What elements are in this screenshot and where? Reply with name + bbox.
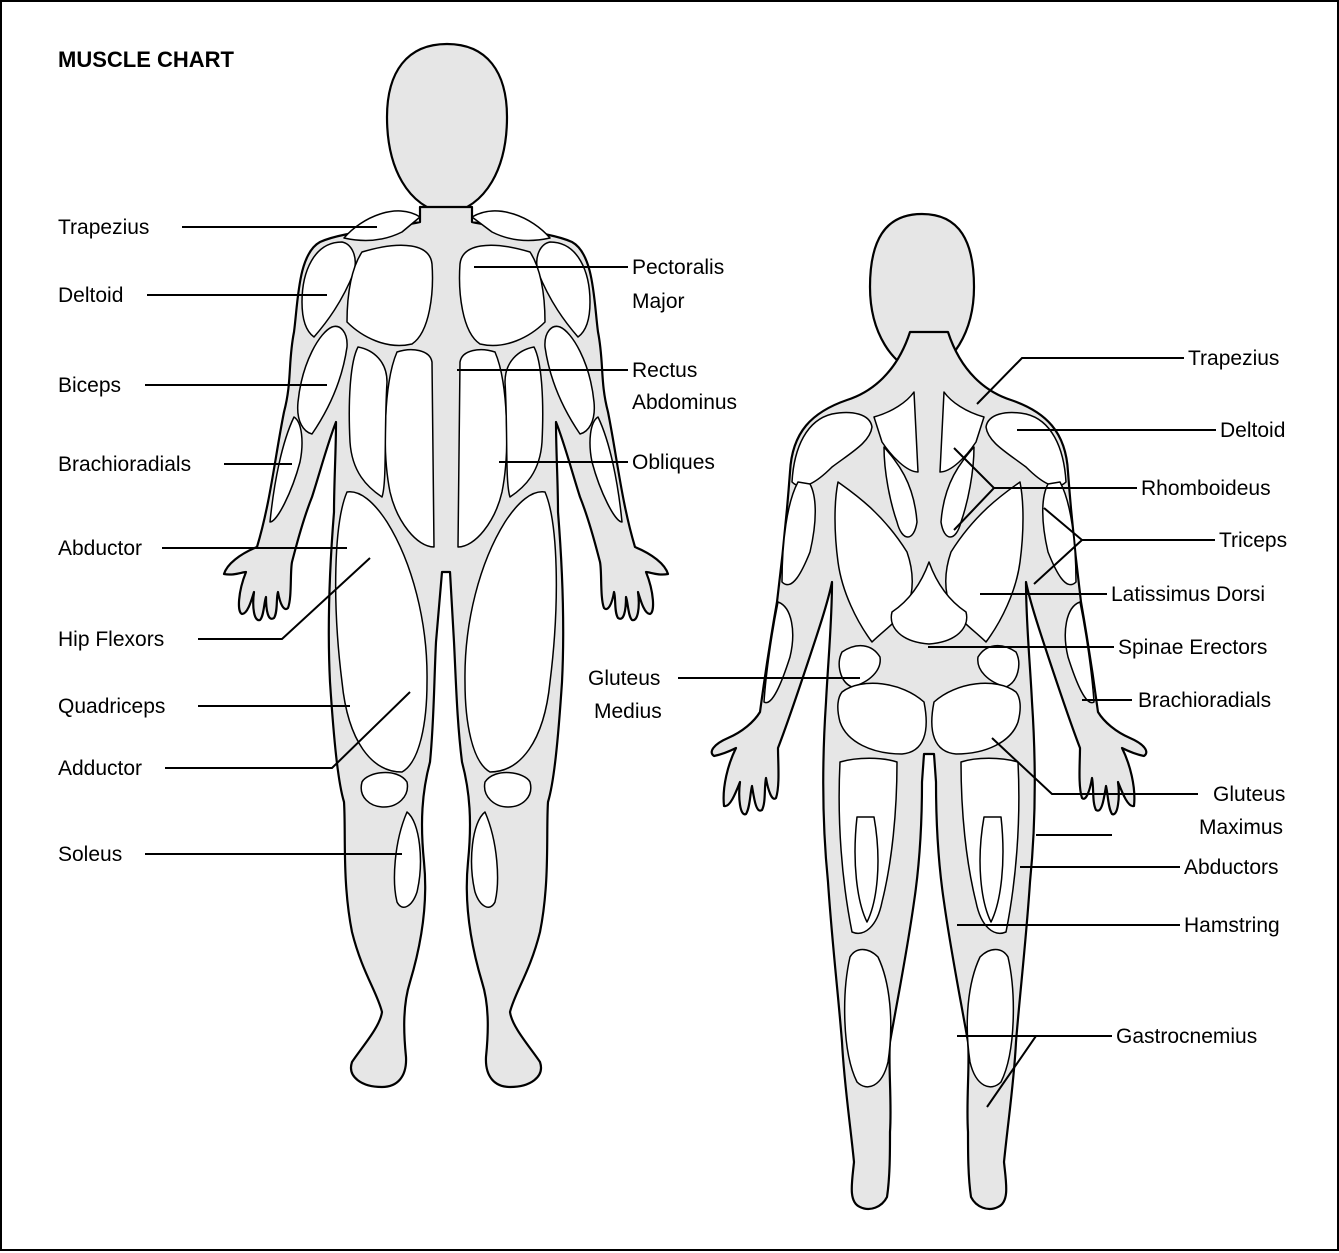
label-front-pectoralis-l2: Major xyxy=(632,290,685,313)
label-front-obliques: Obliques xyxy=(632,451,715,474)
label-front-hip-flexors: Hip Flexors xyxy=(58,628,164,651)
label-back-gluteus-maximus-l2: Maximus xyxy=(1199,816,1283,839)
label-back-gluteus-medius-l2: Medius xyxy=(594,700,662,723)
label-front-abductor: Abductor xyxy=(58,537,142,560)
back-calf-left xyxy=(845,950,891,1087)
label-back-gluteus-maximus-l1: Gluteus xyxy=(1213,783,1285,806)
label-front-pectoralis-l1: Pectoralis xyxy=(632,256,724,279)
label-back-gluteus-medius-l1: Gluteus xyxy=(588,667,660,690)
front-head xyxy=(387,44,507,214)
label-front-rectus-l2: Abdominus xyxy=(632,391,737,414)
label-front-quadriceps: Quadriceps xyxy=(58,695,165,718)
back-body-outline xyxy=(712,332,1147,1209)
label-front-deltoid: Deltoid xyxy=(58,284,123,307)
label-back-triceps: Triceps xyxy=(1219,529,1287,552)
label-back-abductors: Abductors xyxy=(1184,856,1279,879)
label-front-biceps: Biceps xyxy=(58,374,121,397)
label-back-rhomboideus: Rhomboideus xyxy=(1141,477,1271,500)
label-front-rectus-l1: Rectus xyxy=(632,359,697,382)
front-knee-right xyxy=(485,773,531,807)
label-back-gastrocnemius: Gastrocnemius xyxy=(1116,1025,1257,1048)
label-back-brachioradials: Brachioradials xyxy=(1138,689,1271,712)
front-body-outline xyxy=(224,207,668,1087)
label-back-trapezius: Trapezius xyxy=(1188,347,1279,370)
label-front-trapezius: Trapezius xyxy=(58,216,149,239)
label-back-hamstring: Hamstring xyxy=(1184,914,1280,937)
front-pectoral-right xyxy=(460,245,545,345)
label-front-adductor: Adductor xyxy=(58,757,142,780)
front-knee-left xyxy=(361,773,407,807)
front-pectoral-left xyxy=(347,245,432,345)
label-back-spinae: Spinae Erectors xyxy=(1118,636,1267,659)
back-figure xyxy=(712,214,1147,1209)
label-back-latissimus: Latissimus Dorsi xyxy=(1111,583,1265,606)
label-front-brachioradials: Brachioradials xyxy=(58,453,191,476)
leader-back-trapezius xyxy=(977,358,1184,404)
back-calf-right xyxy=(967,950,1013,1087)
label-front-soleus: Soleus xyxy=(58,843,122,866)
label-back-deltoid: Deltoid xyxy=(1220,419,1285,442)
front-figure xyxy=(224,44,668,1087)
